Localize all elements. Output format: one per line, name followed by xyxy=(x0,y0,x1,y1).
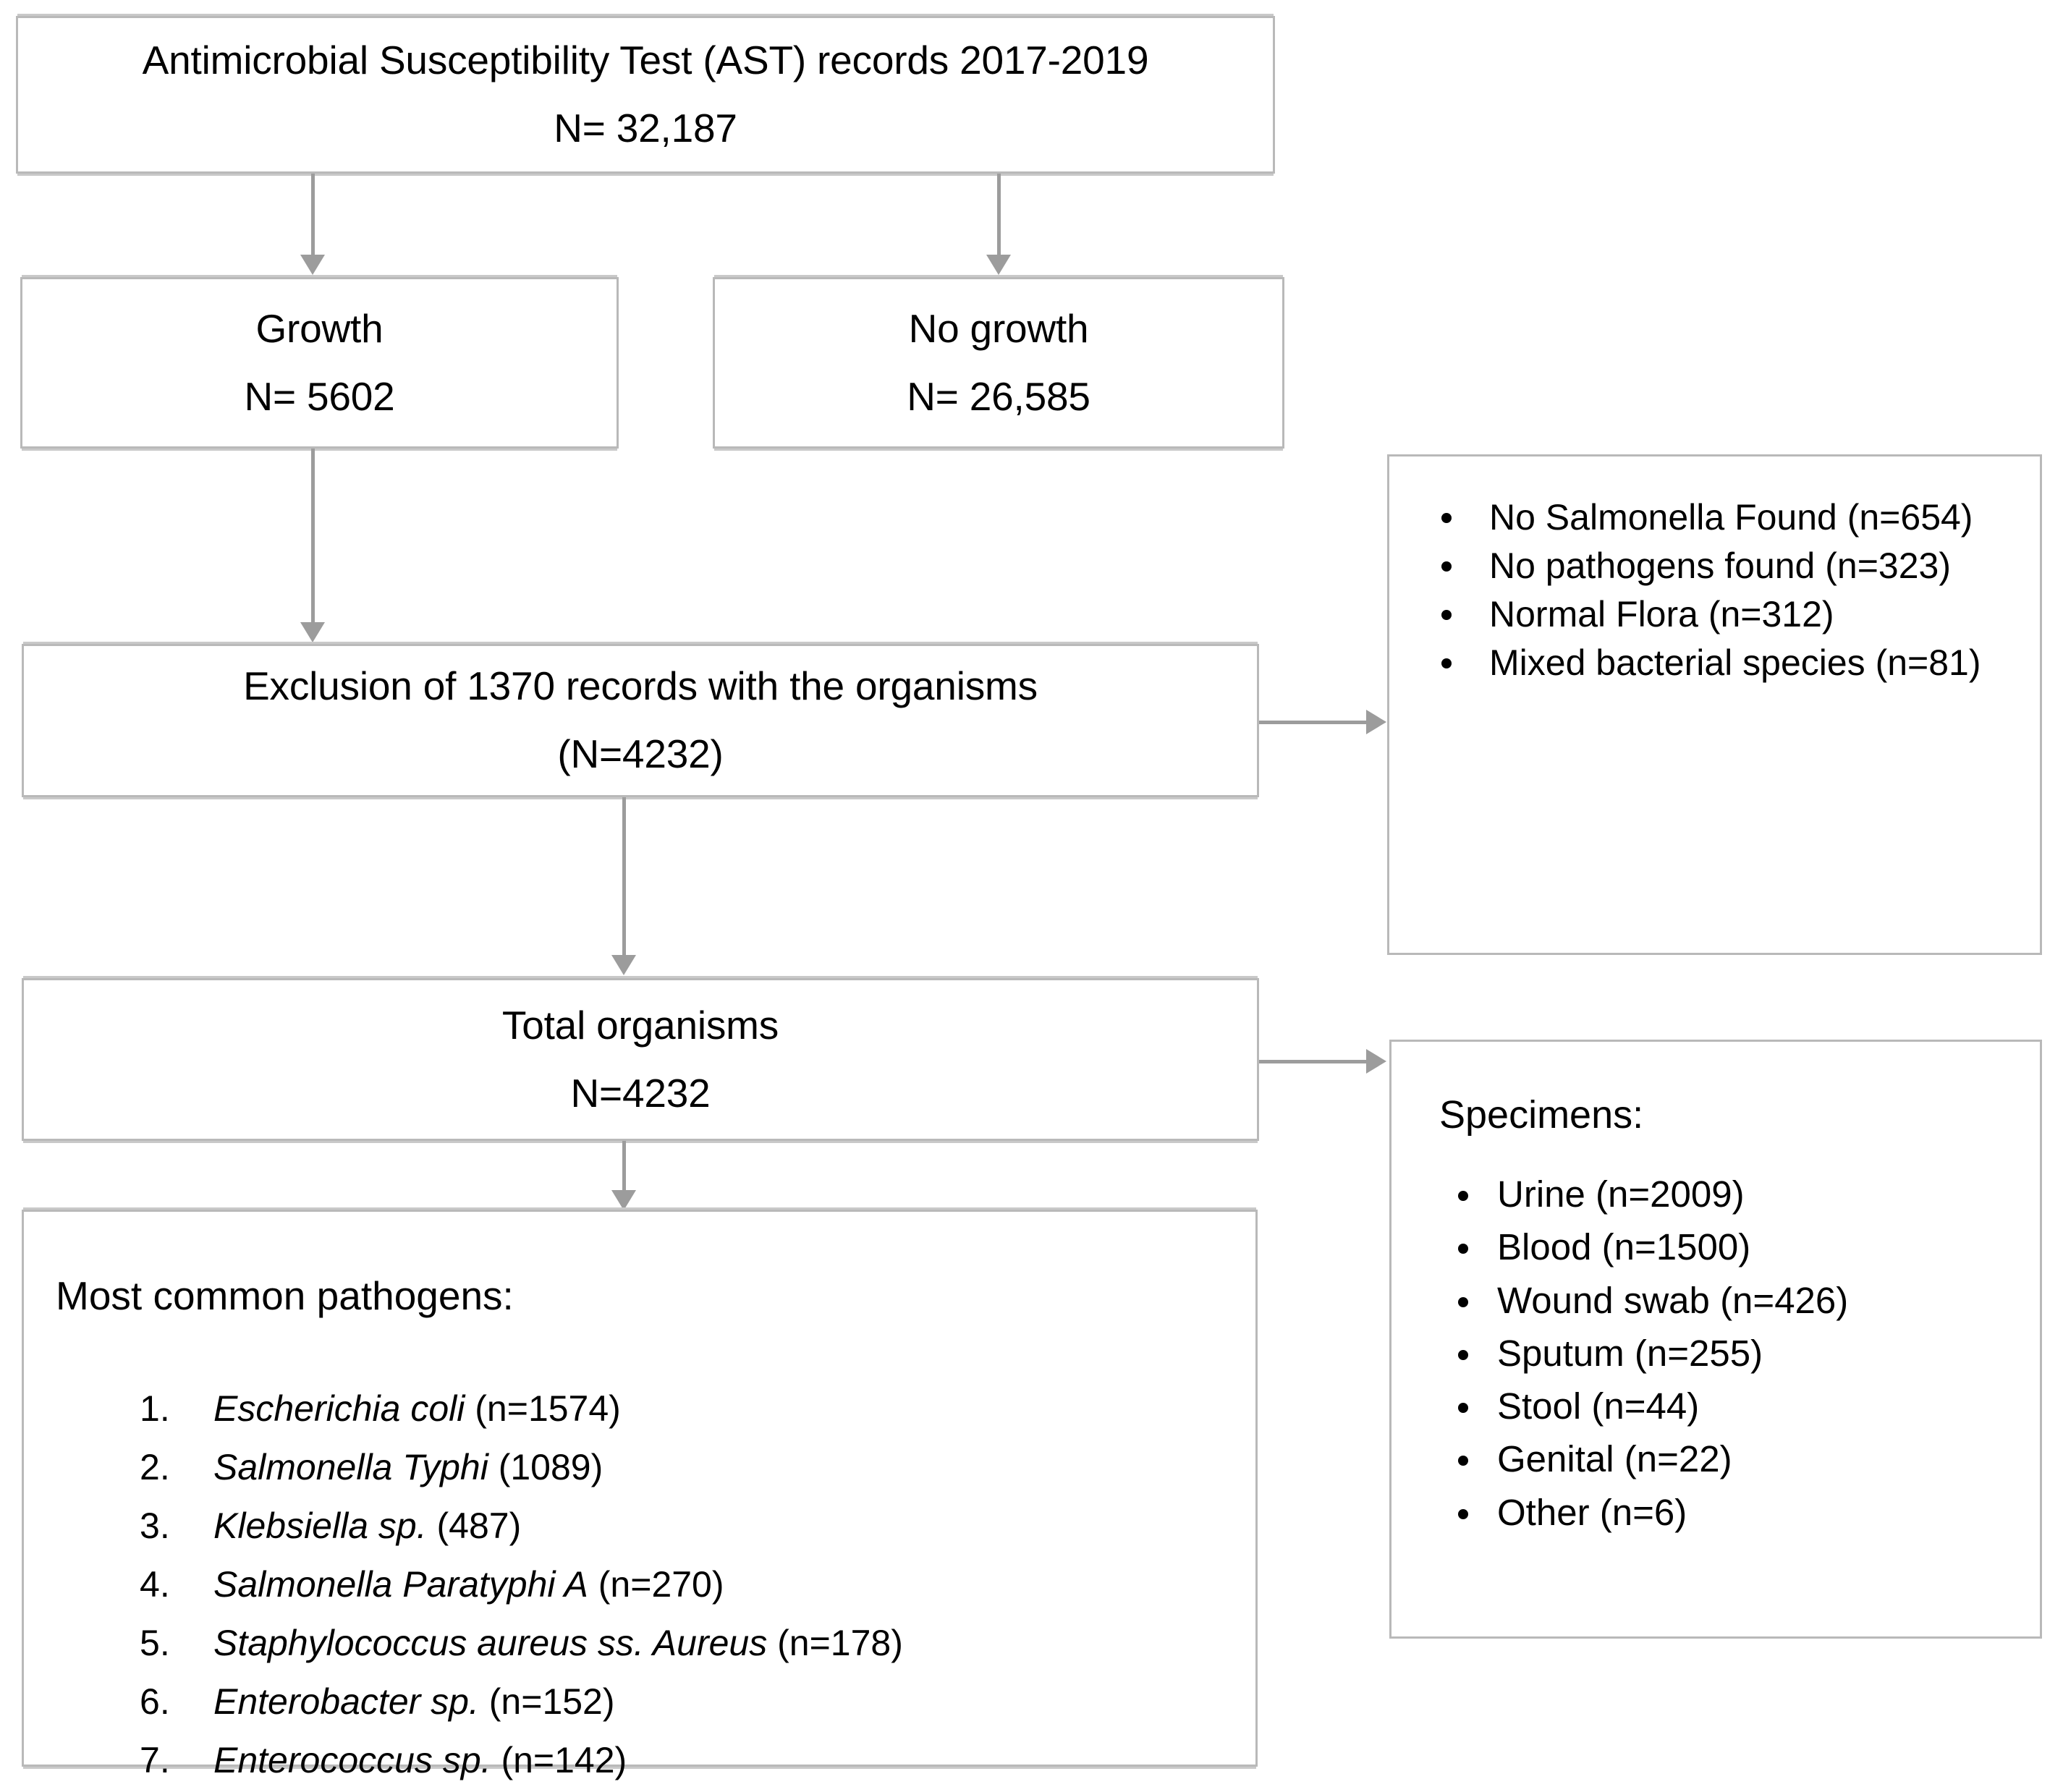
pathogen-name: Staphylococcus aureus ss. Aureus xyxy=(213,1623,768,1663)
list-item: Escherichia coli (n=1574) xyxy=(24,1385,1255,1432)
connector-top-to-growth xyxy=(311,174,315,255)
arrow-top-to-nogrowth xyxy=(986,255,1011,275)
exclusion-reasons-box: No Salmonella Found (n=654) No pathogens… xyxy=(1387,454,2042,955)
connector-growth-to-exclusion xyxy=(311,449,315,622)
list-item: Klebsiella sp. (487) xyxy=(24,1503,1255,1550)
list-item: Enterobacter sp. (n=152) xyxy=(24,1678,1255,1725)
pathogen-count xyxy=(488,1447,499,1487)
growth-count: N= 5602 xyxy=(244,373,395,419)
exclusion-line2: (N=4232) xyxy=(557,731,724,776)
growth-label: Growth xyxy=(255,305,384,351)
pathogen-count xyxy=(427,1506,437,1546)
pathogen-count-value: (1089) xyxy=(498,1447,603,1487)
pathogen-count xyxy=(491,1740,501,1780)
pathogens-title: Most common pathogens: xyxy=(56,1273,514,1318)
pathogens-list: Escherichia coli (n=1574) Salmonella Typ… xyxy=(24,1385,1255,1784)
list-item: Urine (n=2009) xyxy=(1418,1171,2018,1218)
pathogen-name: Klebsiella sp. xyxy=(213,1506,427,1546)
list-item: Genital (n=22) xyxy=(1418,1435,2018,1482)
connector-top-to-nogrowth xyxy=(997,174,1001,255)
pathogen-name: Enterococcus sp. xyxy=(213,1740,491,1780)
total-organisms-label: Total organisms xyxy=(501,1002,779,1048)
list-item: Mixed bacterial species (n=81) xyxy=(1411,640,2018,687)
list-item: Stool (n=44) xyxy=(1418,1383,2018,1430)
no-growth-count: N= 26,585 xyxy=(907,373,1090,419)
specimens-content: Specimens: Urine (n=2009) Blood (n=1500)… xyxy=(1391,1042,2040,1542)
arrow-total-to-specimens xyxy=(1366,1049,1386,1074)
arrow-exclusion-to-reasons xyxy=(1366,710,1386,734)
pathogen-count xyxy=(588,1564,598,1605)
exclusion-line1: Exclusion of 1370 records with the organ… xyxy=(243,663,1038,709)
pathogen-count-value: (487) xyxy=(436,1506,522,1546)
pathogen-count-value: (n=152) xyxy=(488,1681,615,1722)
pathogen-name: Escherichia coli xyxy=(213,1388,465,1429)
list-item: Wound swab (n=426) xyxy=(1418,1277,2018,1324)
list-item: Normal Flora (n=312) xyxy=(1411,591,2018,638)
pathogen-count-value: (n=142) xyxy=(501,1740,627,1780)
arrow-top-to-growth xyxy=(300,255,325,275)
ast-records-line1: Antimicrobial Susceptibility Test (AST) … xyxy=(142,38,1149,83)
exclusion-reasons-content: No Salmonella Found (n=654) No pathogens… xyxy=(1389,457,2040,688)
arrow-growth-to-exclusion xyxy=(300,622,325,642)
ast-records-box: Antimicrobial Susceptibility Test (AST) … xyxy=(16,16,1275,174)
arrow-total-to-pathogens xyxy=(611,1190,636,1210)
arrow-exclusion-to-total xyxy=(611,955,636,975)
pathogen-count xyxy=(767,1623,777,1663)
connector-exclusion-to-reasons xyxy=(1259,721,1368,724)
specimens-list: Urine (n=2009) Blood (n=1500) Wound swab… xyxy=(1418,1171,2018,1536)
total-organisms-count: N=4232 xyxy=(570,1070,711,1116)
pathogen-count-value: (n=1574) xyxy=(475,1388,621,1429)
connector-exclusion-to-total xyxy=(622,797,626,955)
list-item: Other (n=6) xyxy=(1418,1489,2018,1536)
pathogen-count xyxy=(465,1388,475,1429)
list-item: Sputum (n=255) xyxy=(1418,1330,2018,1377)
pathogen-name: Enterobacter sp. xyxy=(213,1681,479,1722)
growth-box: Growth N= 5602 xyxy=(20,277,619,449)
pathogen-count-value: (n=270) xyxy=(598,1564,724,1605)
exclusion-reasons-list: No Salmonella Found (n=654) No pathogens… xyxy=(1411,494,2018,687)
pathogen-name: Salmonella Paratyphi A xyxy=(213,1564,588,1605)
list-item: Staphylococcus aureus ss. Aureus (n=178) xyxy=(24,1620,1255,1667)
list-item: Salmonella Typhi (1089) xyxy=(24,1444,1255,1491)
specimens-box: Specimens: Urine (n=2009) Blood (n=1500)… xyxy=(1389,1040,2042,1639)
list-item: No pathogens found (n=323) xyxy=(1411,543,2018,590)
pathogen-count-value: (n=178) xyxy=(777,1623,903,1663)
no-growth-label: No growth xyxy=(908,305,1089,351)
pathogen-count xyxy=(479,1681,489,1722)
pathogens-box: Most common pathogens: Escherichia coli … xyxy=(22,1210,1258,1784)
list-item: Salmonella Paratyphi A (n=270) xyxy=(24,1561,1255,1608)
pathogen-name: Salmonella Typhi xyxy=(213,1447,488,1487)
list-item: Enterococcus sp. (n=142) xyxy=(24,1737,1255,1784)
ast-records-line2: N= 32,187 xyxy=(554,106,737,150)
total-organisms-box: Total organisms N=4232 xyxy=(22,978,1259,1141)
connector-total-to-pathogens xyxy=(622,1141,626,1190)
specimens-title: Specimens: xyxy=(1439,1093,1644,1137)
connector-total-to-specimens xyxy=(1259,1060,1368,1063)
exclusion-box: Exclusion of 1370 records with the organ… xyxy=(22,644,1259,797)
pathogens-content: Most common pathogens: Escherichia coli … xyxy=(24,1212,1255,1784)
list-item: Blood (n=1500) xyxy=(1418,1223,2018,1270)
list-item: No Salmonella Found (n=654) xyxy=(1411,494,2018,541)
no-growth-box: No growth N= 26,585 xyxy=(713,277,1284,449)
